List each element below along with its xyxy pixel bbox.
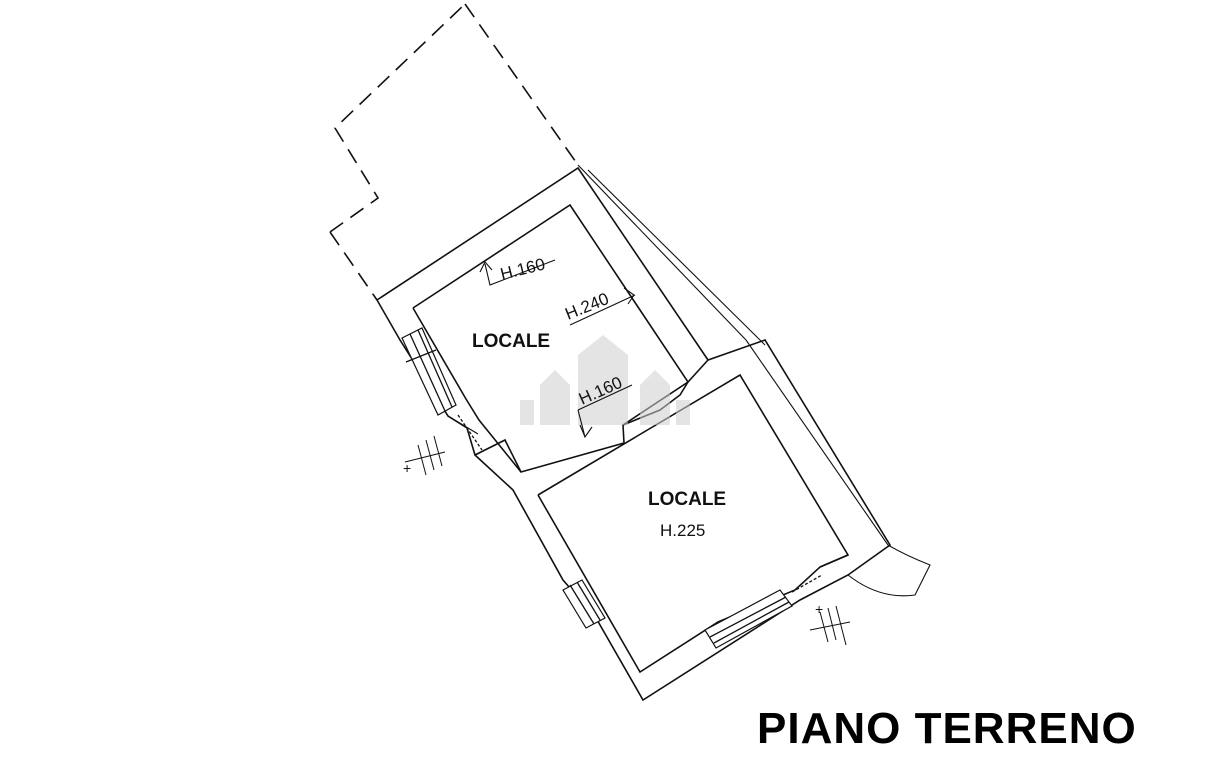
watermark-logo [520, 335, 690, 425]
stair-marker-west: + [403, 435, 446, 476]
upper-room-walls [376, 166, 892, 702]
height-label-mid: H.240 [562, 289, 611, 324]
height-marker-upper: H.160 [479, 254, 556, 286]
stair-symbol-east: + [815, 601, 823, 617]
door-west [447, 414, 483, 451]
height-label-upper: H.160 [498, 254, 547, 283]
height-marker-mid: H.240 [562, 287, 636, 326]
courtyard-outline [329, 3, 579, 301]
roof-lines [577, 164, 889, 546]
room-label-upper: LOCALE [472, 331, 550, 352]
window-south [704, 589, 793, 649]
window-west-upper [401, 327, 457, 416]
window-west-lower [562, 579, 606, 629]
floor-title: PIANO TERRENO [757, 704, 1137, 753]
room-label-lower: LOCALE [648, 489, 726, 510]
stair-marker-east: + [809, 601, 851, 646]
stair-symbol-west: + [403, 460, 411, 476]
room-height-lower: H.225 [660, 521, 705, 540]
door-southeast [791, 574, 823, 593]
exterior-step [847, 544, 931, 597]
